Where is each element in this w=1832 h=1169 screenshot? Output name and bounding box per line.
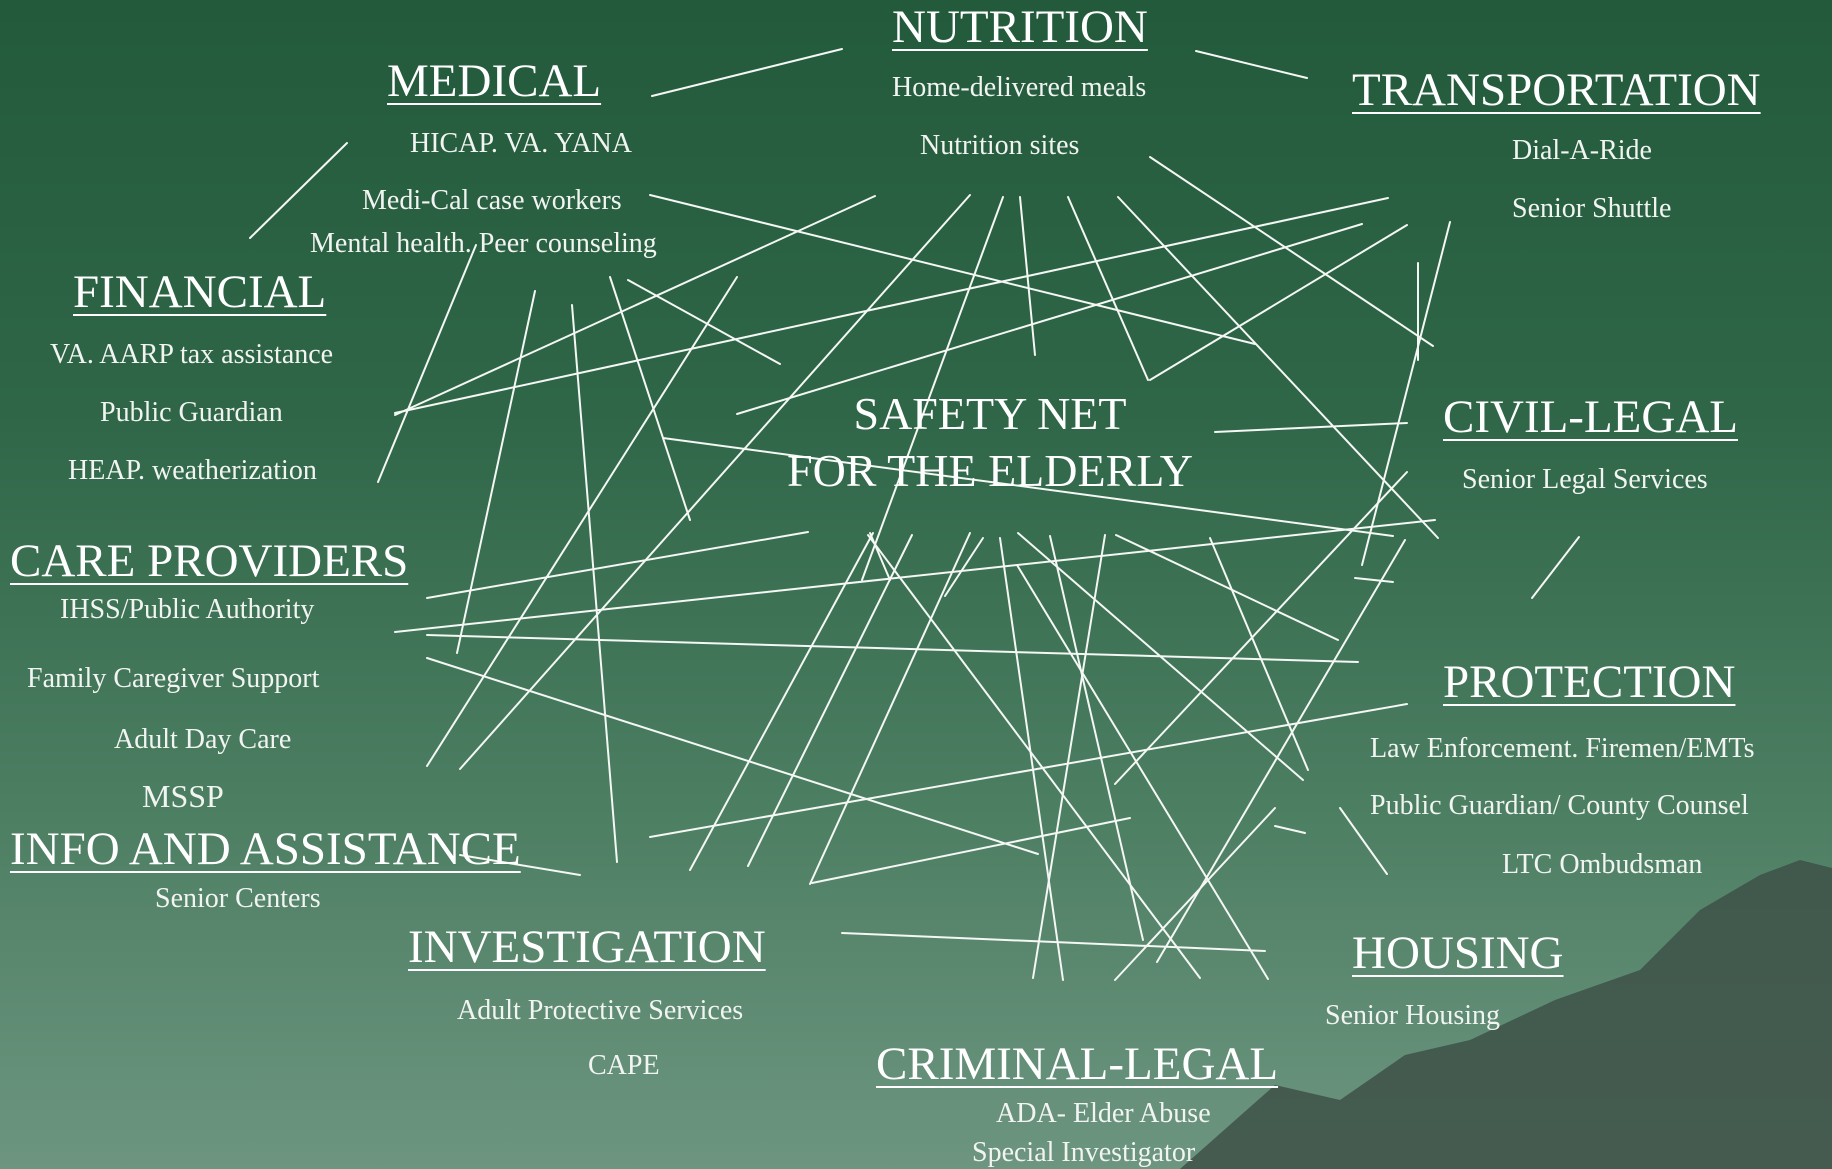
mountain-silhouette xyxy=(1180,860,1832,1169)
connector-line xyxy=(249,142,348,239)
criminal-legal-item: ADA- Elder Abuse xyxy=(996,1098,1211,1129)
connector-line xyxy=(456,290,536,654)
connector-line xyxy=(377,244,477,483)
connector-line xyxy=(426,634,1359,663)
connector-line xyxy=(627,279,781,365)
connector-line xyxy=(1274,825,1306,834)
connector-line xyxy=(841,932,1266,952)
nutrition-heading: NUTRITION xyxy=(892,1,1148,53)
civil-legal-heading: CIVIL-LEGAL xyxy=(1443,391,1738,443)
criminal-legal-heading: CRIMINAL-LEGAL xyxy=(876,1038,1279,1090)
financial-heading: FINANCIAL xyxy=(73,266,327,318)
connector-line xyxy=(747,534,913,867)
investigation-item: CAPE xyxy=(588,1050,660,1081)
connector-line xyxy=(651,48,843,97)
center-title: SAFETY NET FOR THE ELDERLY xyxy=(745,385,1235,499)
nutrition-item: Home-delivered meals xyxy=(892,72,1147,103)
connector-line xyxy=(1067,196,1149,381)
mountain-shape xyxy=(1180,860,1832,1169)
connector-line xyxy=(571,304,618,863)
connector-line xyxy=(394,519,1436,633)
care-providers-heading: CARE PROVIDERS xyxy=(10,535,409,587)
medical-item: Medi-Cal case workers xyxy=(362,185,622,216)
connector-line xyxy=(1114,471,1408,785)
nutrition-item: Nutrition sites xyxy=(920,130,1080,161)
connector-line xyxy=(662,437,1394,537)
connector-line xyxy=(1114,807,1276,981)
center-title-line: SAFETY NET xyxy=(853,388,1127,439)
connector-line xyxy=(649,194,1256,345)
transportation-item: Dial-A-Ride xyxy=(1512,135,1652,166)
housing-heading: HOUSING xyxy=(1352,927,1564,979)
connector-line xyxy=(426,531,809,599)
care-providers-item: Family Caregiver Support xyxy=(27,663,320,694)
info-assistance-item: Senior Centers xyxy=(155,883,321,914)
financial-item: HEAP. weatherization xyxy=(68,455,317,486)
connector-line xyxy=(736,223,1363,415)
medical-item: HICAP. VA. YANA xyxy=(410,128,632,159)
connector-line xyxy=(1149,224,1408,381)
civil-legal-item: Senior Legal Services xyxy=(1462,464,1708,495)
criminal-legal-item: Special Investigator xyxy=(972,1137,1196,1168)
connector-line xyxy=(649,703,1408,838)
info-assistance-heading: INFO AND ASSISTANCE xyxy=(10,823,521,875)
protection-item: Public Guardian/ County Counsel xyxy=(1370,790,1749,821)
transportation-item: Senior Shuttle xyxy=(1512,193,1672,224)
connector-line xyxy=(1339,807,1388,875)
care-providers-item: MSSP xyxy=(142,778,224,814)
connector-line xyxy=(609,276,691,521)
medical-item: Mental health. Peer counseling xyxy=(310,228,657,259)
connector-line xyxy=(811,817,1131,884)
investigation-item: Adult Protective Services xyxy=(457,995,744,1026)
connector-line xyxy=(1016,564,1269,980)
investigation-heading: INVESTIGATION xyxy=(408,921,766,973)
connector-line xyxy=(1032,534,1106,979)
connector-line xyxy=(999,537,1064,981)
protection-item: Law Enforcement. Firemen/EMTs xyxy=(1370,733,1755,764)
connector-line xyxy=(861,196,1004,581)
connector-line xyxy=(1117,196,1439,539)
connector-line xyxy=(1156,539,1406,963)
connector-line xyxy=(1195,50,1308,79)
connector-line xyxy=(1214,422,1408,433)
connector-line xyxy=(1149,156,1434,347)
protection-item: LTC Ombudsman xyxy=(1502,849,1703,880)
connector-line xyxy=(459,194,971,770)
protection-heading: PROTECTION xyxy=(1443,656,1736,708)
connector-line xyxy=(1531,536,1580,599)
connector-line xyxy=(426,276,738,767)
care-providers-item: IHSS/Public Authority xyxy=(60,594,315,625)
connector-line xyxy=(867,534,1201,979)
connector-line xyxy=(944,537,984,597)
medical-heading: MEDICAL xyxy=(387,55,602,107)
connector-line xyxy=(1354,577,1394,583)
financial-item: VA. AARP tax assistance xyxy=(50,339,334,370)
connector-line xyxy=(1049,535,1144,941)
connector-line xyxy=(1115,534,1339,641)
housing-item: Senior Housing xyxy=(1325,1000,1500,1031)
connector-line xyxy=(689,532,874,871)
care-providers-item: Adult Day Care xyxy=(114,724,292,755)
connector-line xyxy=(1361,221,1451,566)
financial-item: Public Guardian xyxy=(100,397,283,428)
connector-line xyxy=(394,197,1389,414)
connector-line xyxy=(394,195,876,416)
transportation-heading: TRANSPORTATION xyxy=(1352,64,1761,116)
connector-group xyxy=(249,48,1580,981)
connector-line xyxy=(809,532,971,885)
connector-line xyxy=(1017,532,1304,781)
center-title-line: FOR THE ELDERLY xyxy=(787,445,1193,496)
connector-line xyxy=(459,854,581,876)
connector-line xyxy=(426,657,1039,855)
